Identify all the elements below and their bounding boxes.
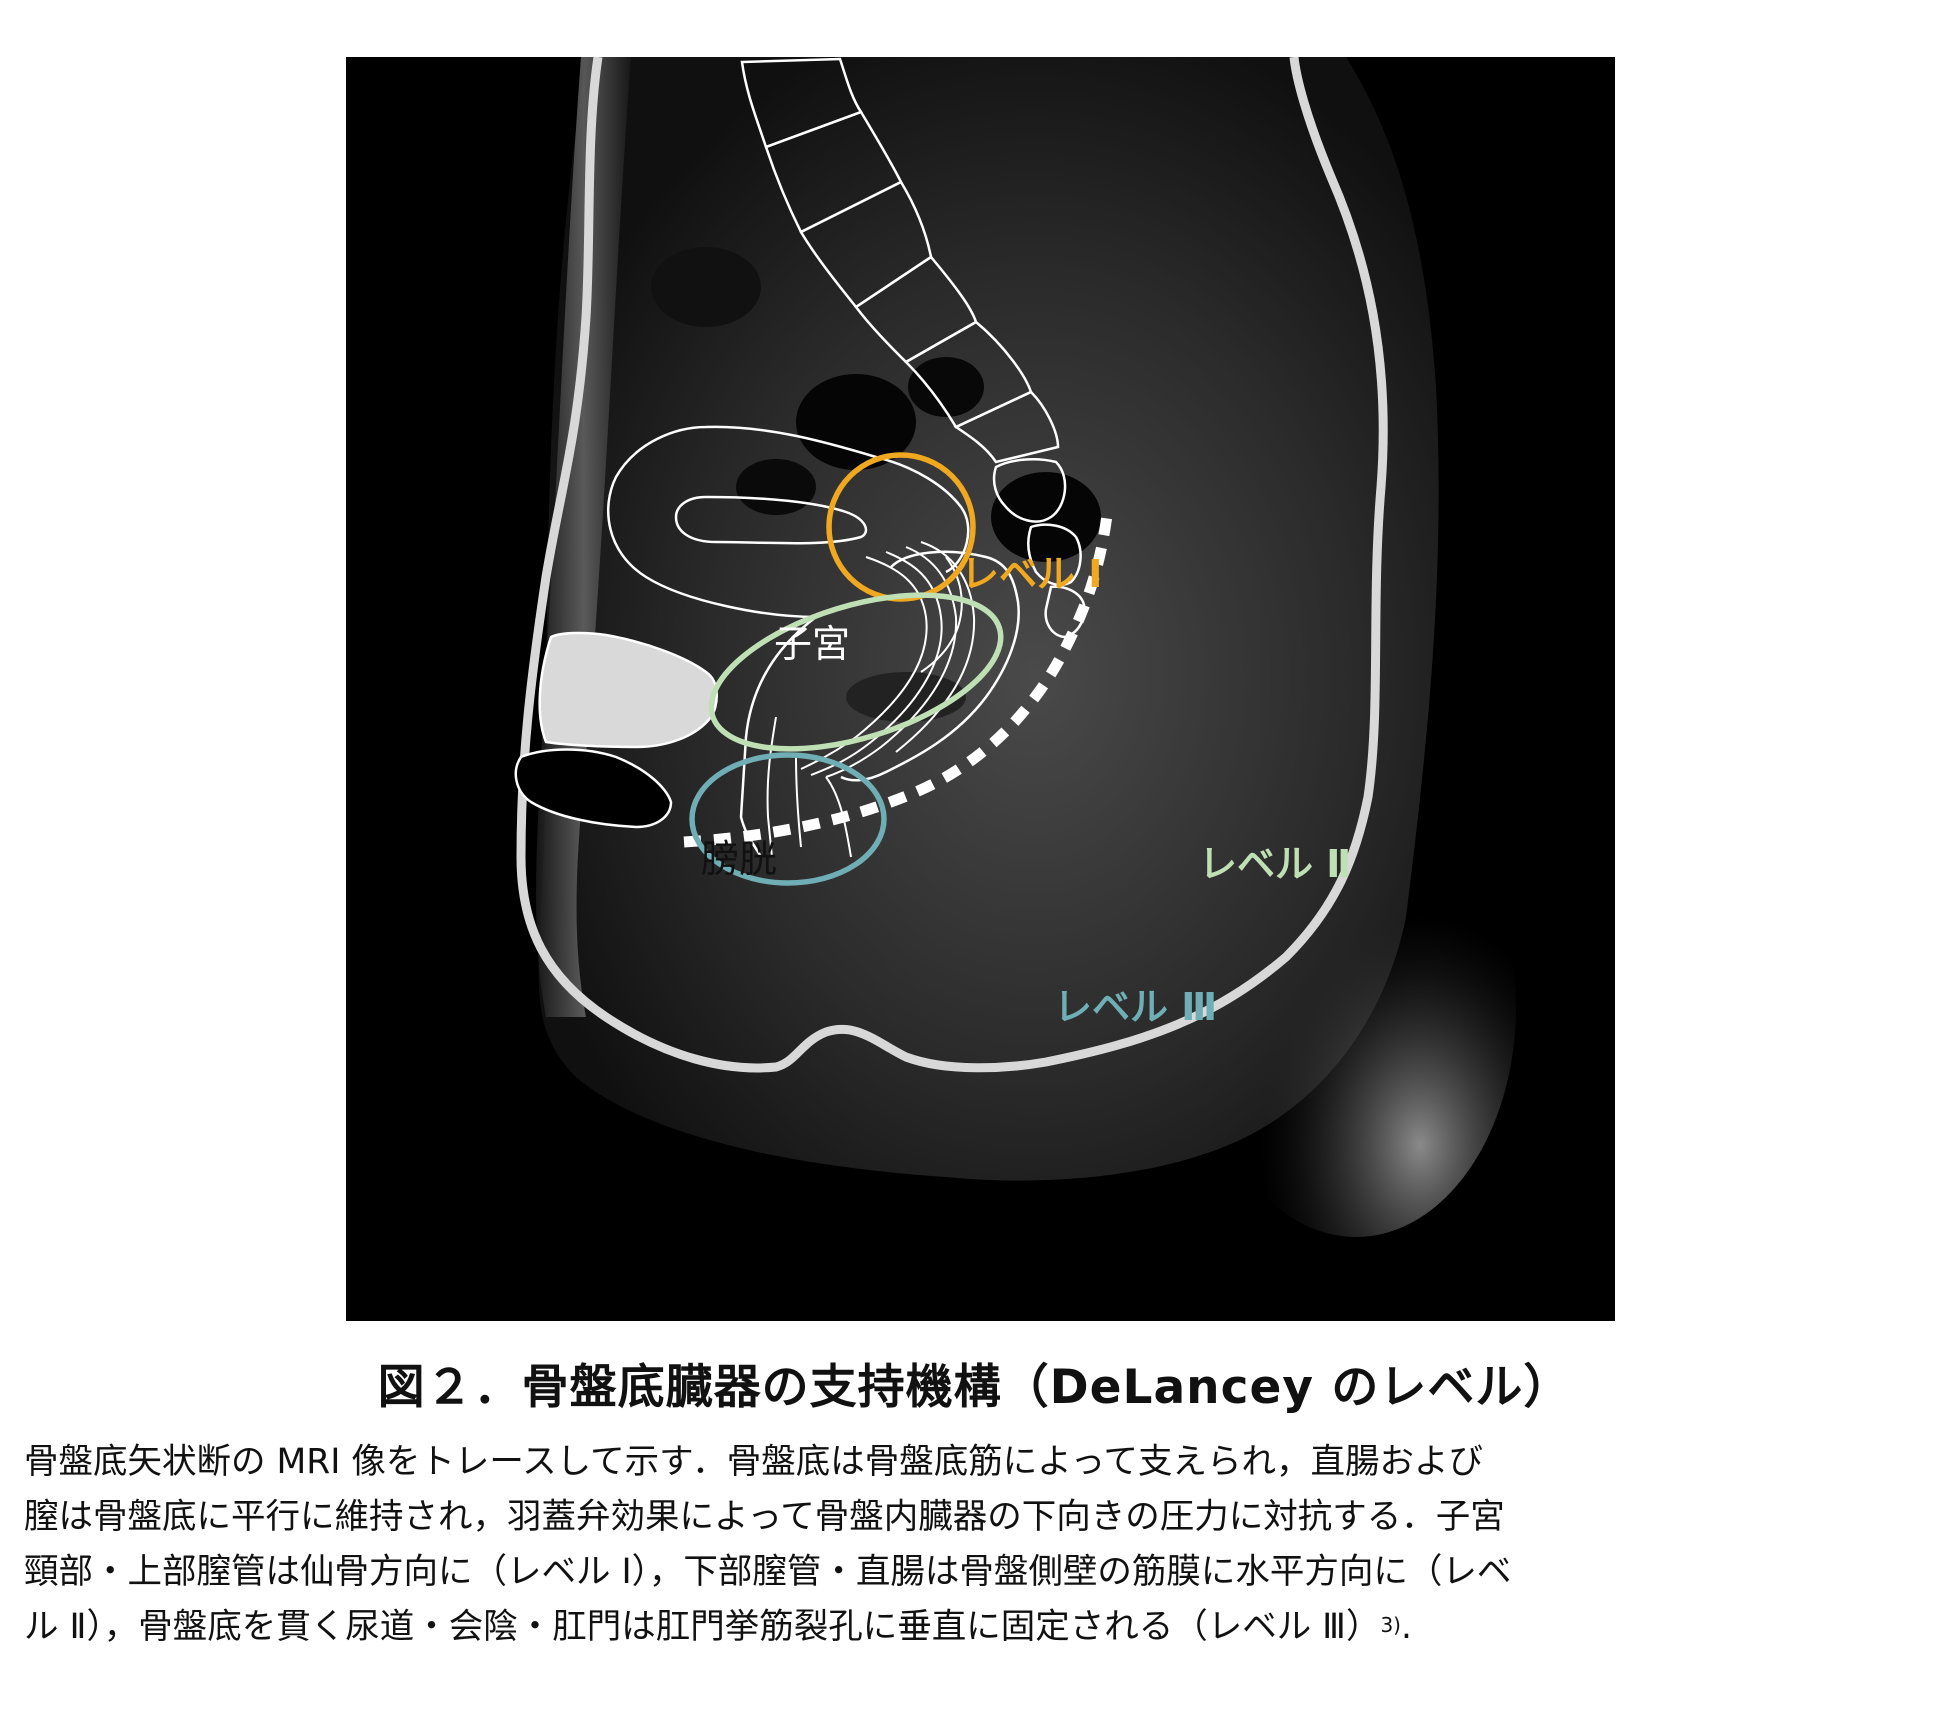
vagina-line	[795, 756, 802, 848]
bowel-loop	[736, 459, 816, 515]
body-tissue	[538, 57, 1439, 1181]
anterior-wall-outline	[739, 616, 817, 858]
label-uterus: 子宮	[774, 622, 850, 666]
caption-line: 骨盤底矢状断の MRI 像をトレースして示す．骨盤底は骨盤底筋によって支えられ，…	[24, 1442, 1483, 1482]
bowel-loop	[991, 472, 1101, 562]
uterus-outline	[606, 425, 970, 619]
caption-end-punct: .	[1400, 1607, 1412, 1647]
urethra-line	[766, 716, 777, 858]
figure-caption-body: 骨盤底矢状断の MRI 像をトレースして示す．骨盤底は骨盤底筋によって支えられ，…	[24, 1435, 1924, 1655]
level1-circle	[826, 452, 976, 602]
bowel-loop	[796, 374, 916, 470]
pubic-symphysis	[514, 748, 673, 829]
caption-line-last: ル Ⅱ），骨盤底を貫く尿道・会陰・肛門は肛門挙筋裂孔に垂直に固定される（レベル …	[24, 1600, 1924, 1655]
level3-circle	[689, 752, 887, 886]
mri-sagittal-trace: 子宮 膀胱 レベル Ⅰ レベル Ⅱ レベル Ⅲ	[346, 57, 1615, 1321]
caption-line: ル Ⅱ），骨盤底を貫く尿道・会陰・肛門は肛門挙筋裂孔に垂直に固定される（レベル …	[24, 1607, 1381, 1647]
reference-superscript: 3)	[1380, 1613, 1401, 1637]
mri-figure: 子宮 膀胱 レベル Ⅰ レベル Ⅱ レベル Ⅲ	[346, 57, 1615, 1321]
pelvic-floor-dotted-line	[683, 506, 1114, 848]
caption-line: 頸部・上部膣管は仙骨方向に（レベル Ⅰ），下部膣管・直腸は骨盤側壁の筋膜に水平方…	[24, 1552, 1512, 1592]
body-contour	[516, 57, 1388, 1073]
bowel-loop	[908, 357, 984, 417]
sacrum-outline	[740, 57, 1086, 639]
label-level3: レベル Ⅲ	[1054, 985, 1217, 1029]
figure-caption-title: 図２．骨盤底臓器の支持機構（DeLancey のレベル）	[377, 1360, 1572, 1415]
caption-line: 膣は骨盤底に平行に維持され，羽蓋弁効果によって骨盤内臓器の下向きの圧力に対抗する…	[24, 1497, 1505, 1537]
vaginal-canal-lines	[800, 541, 976, 778]
uterine-cavity	[674, 495, 868, 545]
bladder	[538, 631, 718, 749]
bowel-loop	[651, 247, 761, 327]
label-bladder: 膀胱	[701, 837, 777, 881]
label-level2: レベル Ⅱ	[1199, 842, 1351, 886]
label-level1: レベル Ⅰ	[961, 552, 1102, 596]
level2-circle	[708, 592, 1004, 752]
buttock-tissue	[1196, 777, 1516, 1237]
